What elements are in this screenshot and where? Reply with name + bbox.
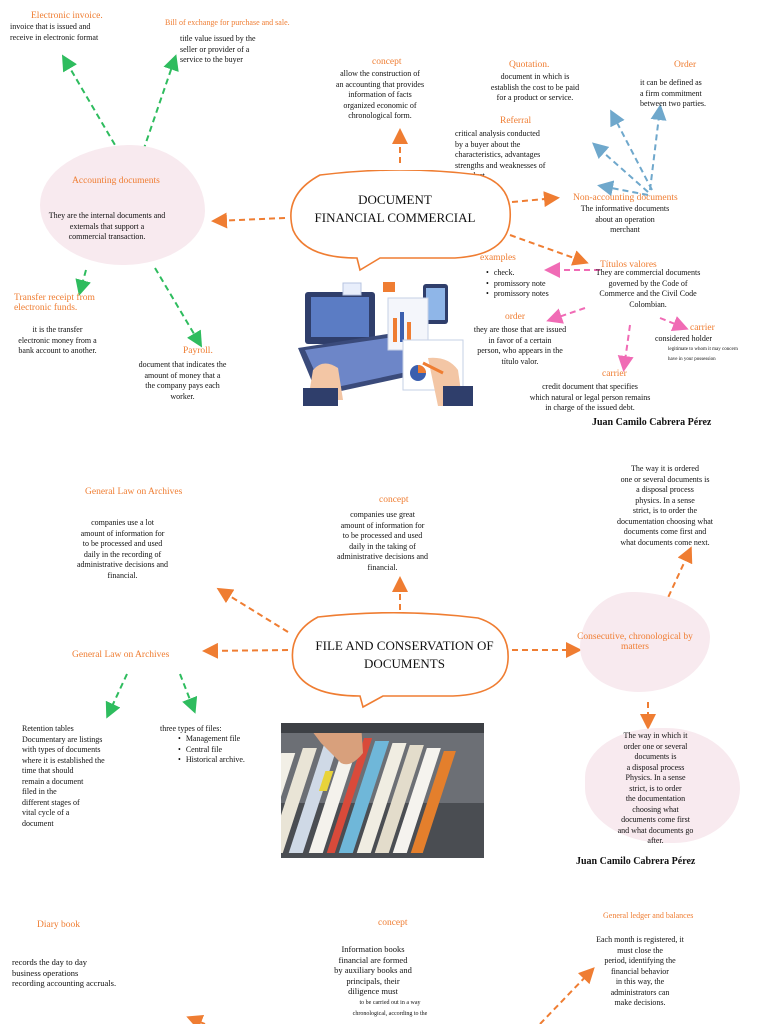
- accounting-documents-blob: [40, 145, 205, 265]
- general-ledger-label: General ledger and balances: [603, 911, 694, 920]
- map3-concept-label: concept: [378, 918, 408, 928]
- retention-text: Retention tables Documentary are listing…: [22, 724, 105, 828]
- order-label: Order: [674, 60, 697, 70]
- diary-book-label: Diary book: [37, 920, 81, 930]
- concept-text: allow the construction of an accounting …: [335, 69, 425, 120]
- map2-concept-label: concept: [379, 495, 409, 505]
- quotation-label: Quotation.: [509, 60, 550, 70]
- financial-documents-illustration: [293, 278, 473, 406]
- map3-concept-small: to be carried out in a way chronological…: [352, 1000, 428, 1017]
- example-item: promissory note: [486, 279, 549, 290]
- transfer-receipt-label: Transfer receipt from electronic funds.: [14, 293, 95, 313]
- electronic-invoice-text: invoice that is issued and receive in el…: [10, 22, 99, 42]
- electronic-invoice-label: Electronic invoice.: [31, 11, 103, 21]
- document-financial-commercial-bubble: [290, 170, 512, 272]
- general-ledger-text: Each month is registered, it must close …: [596, 935, 684, 1007]
- way-blob: [585, 728, 740, 843]
- non-accounting-documents-text: The informative documents about an opera…: [580, 204, 670, 234]
- bill-of-exchange-text: title value issued by the seller or prov…: [180, 34, 256, 64]
- general-law-top-text: companies use a lot amount of informatio…: [76, 518, 169, 580]
- map2-title-line1: FILE AND CONSERVATION OF: [315, 638, 494, 653]
- general-law-left-label: General Law on Archives: [72, 650, 170, 660]
- carrier-bottom-label: carrier: [602, 369, 627, 379]
- carrier-right-label: carrier: [690, 323, 715, 333]
- carrier-bottom-text: credit document that specifies which nat…: [529, 382, 651, 412]
- transfer-receipt-text: it is the transfer electronic money from…: [18, 325, 97, 355]
- order-text: it can be defined as a firm commitment b…: [640, 78, 706, 108]
- consecutive-label: Consecutive, chronological by matters: [577, 632, 693, 652]
- examples-label: examples: [480, 253, 516, 263]
- author-name: Juan Camilo Cabrera Pérez: [592, 417, 712, 428]
- carrier-right-text: considered holder: [655, 334, 713, 343]
- file-cabinet-photo: [281, 723, 484, 858]
- diary-book-text: records the day to day business operatio…: [12, 957, 117, 988]
- accounting-documents-label: Accounting documents: [72, 176, 160, 186]
- file-type-item: Central file: [170, 745, 245, 756]
- consecutive-blob: [580, 592, 710, 692]
- map2-title-line2: DOCUMENTS: [364, 656, 445, 671]
- titulos-valores-text: They are commercial documents governed b…: [595, 268, 701, 309]
- titulos-valores-label: Títulos valores: [600, 260, 657, 270]
- three-types-list: Management file Central file Historical …: [160, 734, 245, 766]
- map2-concept-text: companies use great amount of informatio…: [336, 510, 429, 572]
- file-type-item: Historical archive.: [170, 755, 245, 766]
- map1-title-line2: FINANCIAL COMMERCIAL: [314, 210, 476, 225]
- ordering-text: The way it is ordered one or several doc…: [617, 464, 713, 547]
- bill-of-exchange-label: Bill of exchange for purchase and sale.: [165, 18, 290, 27]
- examples-list: check. promissory note promissory notes: [476, 268, 549, 300]
- map3-concept-text: Information books financial are formed b…: [334, 944, 412, 996]
- referral-label: Referral: [500, 116, 532, 126]
- payroll-text: document that indicates the amount of mo…: [138, 360, 227, 401]
- file-conservation-bubble: [291, 612, 509, 709]
- way-text: The way in which it order one or several…: [617, 731, 694, 845]
- order2-text: they are those that are issued in favor …: [473, 325, 567, 366]
- concept-label: concept: [372, 57, 402, 67]
- quotation-text: document in which is establish the cost …: [490, 72, 580, 102]
- non-accounting-documents-label: Non-accounting documents: [573, 193, 678, 203]
- example-item: check.: [486, 268, 549, 279]
- general-law-top-label: General Law on Archives: [85, 487, 183, 497]
- map1-title-line1: DOCUMENT: [358, 192, 432, 207]
- payroll-label: Payroll.: [183, 346, 213, 356]
- three-types-text: three types of files:: [160, 724, 222, 733]
- file-type-item: Management file: [170, 734, 245, 745]
- accounting-documents-text: They are the internal documents and exte…: [48, 211, 166, 241]
- map2-author-name: Juan Camilo Cabrera Pérez: [576, 856, 696, 867]
- carrier-right-small: legitimate to whom it may concern have i…: [668, 347, 738, 362]
- example-item: promissory notes: [486, 289, 549, 300]
- order2-label: order: [505, 312, 526, 322]
